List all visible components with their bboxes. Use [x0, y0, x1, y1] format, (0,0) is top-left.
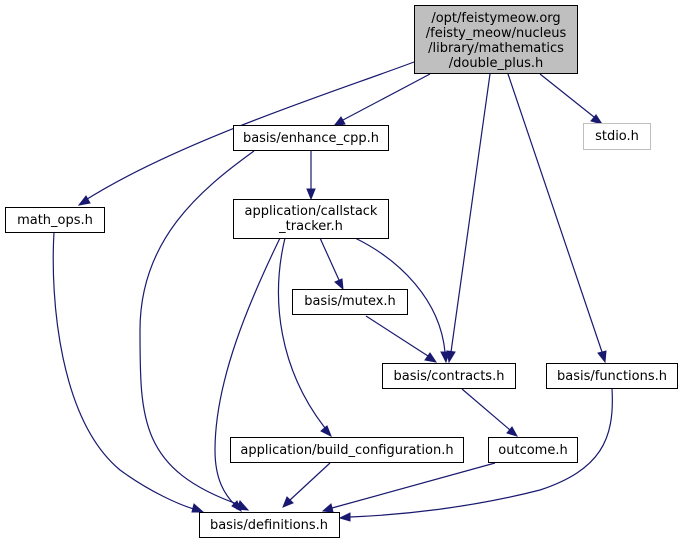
edge-mutex-to-contracts — [365, 315, 429, 357]
node-box — [5, 207, 105, 233]
nodes: /opt/feistymeow.org /feisty_meow/nucleus… — [5, 5, 678, 538]
node-box — [414, 5, 578, 74]
node-label-line: /opt/feistymeow.org — [431, 11, 560, 26]
edge-root-to-math-ops — [83, 61, 415, 202]
edge-callstack-to-build-configuration-arrowhead — [320, 425, 332, 438]
edge-callstack-to-definitions-arrowhead — [231, 500, 242, 513]
node-label-line: application/build_configuration.h — [240, 443, 453, 458]
edge-callstack-to-contracts-arrowhead — [440, 351, 450, 364]
edge-callstack-to-mutex-arrowhead — [334, 278, 344, 291]
node-box — [233, 125, 389, 151]
edge-root-to-stdio — [539, 73, 595, 118]
node-box — [546, 363, 678, 389]
edge-functions-to-definitions-arrowhead — [338, 512, 351, 522]
node-label-line: basis/mutex.h — [304, 294, 396, 309]
edge-enhance-cpp-to-callstack-tracker-arrowhead — [306, 188, 316, 201]
node-label-line: _tracker.h — [278, 219, 343, 234]
node-outcome-h[interactable]: outcome.h — [488, 437, 578, 463]
node-label-line: /feisty_meow/nucleus — [426, 26, 567, 41]
node-stdio-h[interactable]: stdio.h — [583, 123, 651, 150]
node-label-line: application/callstack — [245, 204, 378, 219]
node-basis-functions-h[interactable]: basis/functions.h — [546, 363, 678, 389]
node-label-line: basis/enhance_cpp.h — [243, 131, 379, 146]
edges — [52, 61, 613, 522]
edge-outcome-to-definitions — [331, 462, 496, 509]
node-label-line: stdio.h — [595, 129, 639, 144]
edge-build-configuration-to-definitions — [289, 462, 331, 501]
node-label-line: basis/definitions.h — [210, 518, 328, 533]
node-label-line: basis/contracts.h — [394, 369, 505, 384]
edge-contracts-to-outcome — [461, 388, 511, 431]
edge-contracts-to-outcome-arrowhead — [506, 426, 519, 437]
edge-root-to-stdio-arrowhead — [590, 114, 604, 125]
edge-root-to-contracts — [450, 73, 491, 353]
node-label-line: math_ops.h — [17, 213, 93, 228]
node-label-line: /library/mathematics — [428, 41, 564, 56]
node-basis-contracts-h[interactable]: basis/contracts.h — [382, 363, 516, 389]
node-double-plus-h[interactable]: /opt/feistymeow.org /feisty_meow/nucleus… — [414, 5, 578, 74]
node-basis-enhance-cpp-h[interactable]: basis/enhance_cpp.h — [233, 125, 389, 151]
edge-enhance-cpp-to-definitions — [139, 150, 255, 506]
node-application-build-configuration-h[interactable]: application/build_configuration.h — [230, 437, 464, 463]
node-label-line: /double_plus.h — [449, 56, 543, 71]
node-box — [230, 437, 464, 463]
edge-callstack-to-build-configuration — [277, 237, 326, 429]
edge-build-configuration-to-definitions-arrowhead — [282, 496, 294, 508]
edge-root-to-functions-arrowhead — [597, 350, 607, 364]
edge-mutex-to-contracts-arrowhead — [424, 352, 438, 363]
node-math-ops-h[interactable]: math_ops.h — [5, 207, 105, 233]
edge-callstack-to-contracts — [354, 237, 446, 353]
edge-math-ops-to-definitions-arrowhead — [191, 503, 205, 513]
edge-root-to-enhance-cpp-arrowhead — [332, 116, 346, 127]
node-label-line: outcome.h — [498, 443, 567, 458]
edge-math-ops-to-definitions — [52, 231, 195, 510]
edge-root-to-functions — [507, 73, 603, 353]
node-basis-definitions-h[interactable]: basis/definitions.h — [199, 512, 340, 538]
node-box — [488, 437, 578, 463]
edge-callstack-to-definitions — [214, 237, 281, 506]
node-box — [583, 123, 651, 150]
node-label-line: basis/functions.h — [557, 369, 667, 384]
edge-outcome-to-definitions-arrowhead — [321, 503, 334, 513]
edge-callstack-to-mutex — [319, 237, 340, 281]
node-box — [233, 199, 389, 239]
edge-root-to-enhance-cpp — [342, 73, 431, 121]
node-box — [382, 363, 516, 389]
node-box — [292, 289, 408, 315]
node-box — [199, 512, 340, 538]
node-basis-mutex-h[interactable]: basis/mutex.h — [292, 289, 408, 315]
edge-functions-to-definitions — [349, 388, 613, 518]
node-application-callstack-tracker-h[interactable]: application/callstack _tracker.h — [233, 199, 389, 239]
edge-root-to-math-ops-arrowhead — [77, 195, 91, 206]
